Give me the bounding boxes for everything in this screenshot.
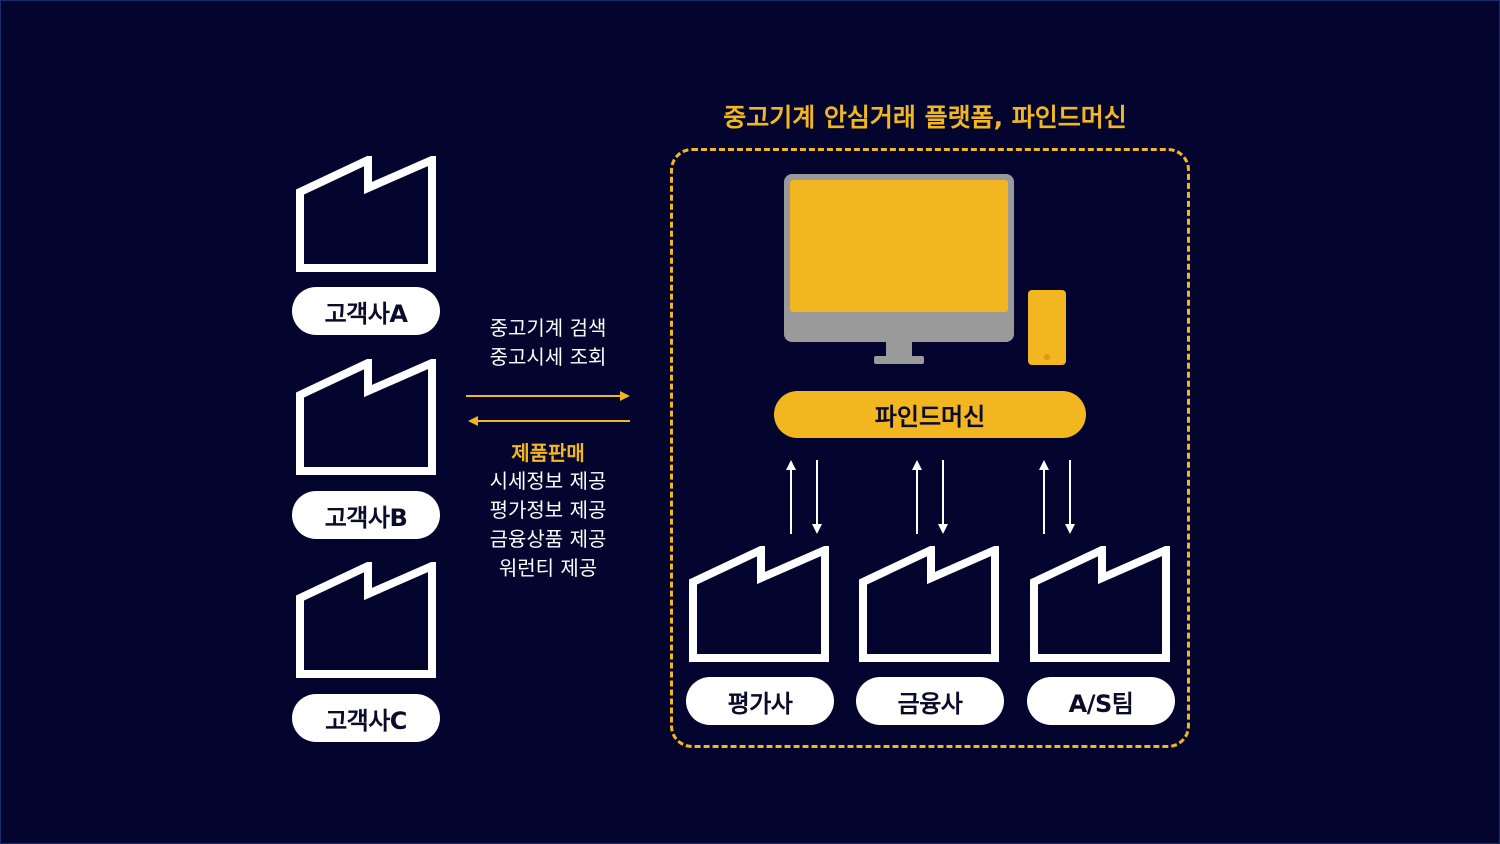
arrow-up-icon: [912, 460, 922, 534]
response-line-finance: 금융상품 제공: [489, 527, 607, 551]
response-heading: 제품판매: [511, 441, 585, 465]
arrow-down-icon: [1065, 460, 1075, 534]
brand-bar: 파인드머신: [774, 391, 1086, 438]
partner-connection-arrows: [786, 460, 1075, 534]
factory-icon: [296, 156, 436, 272]
customer-a-label: 고객사A: [292, 287, 440, 335]
request-line-search: 중고기계 검색: [489, 316, 607, 340]
platform-boundary: [670, 148, 1190, 748]
arrow-left-icon: [468, 416, 630, 426]
factory-icon: [689, 546, 829, 662]
response-line-evaluation-info: 평가정보 제공: [489, 498, 607, 522]
platform-title: 중고기계 안심거래 플랫폼, 파인드머신: [723, 103, 1127, 132]
factory-icon: [296, 359, 436, 475]
smartphone-icon: [1028, 290, 1066, 365]
customer-c-label: 고객사C: [292, 694, 440, 742]
arrow-up-icon: [786, 460, 796, 534]
request-line-price: 중고시세 조회: [489, 345, 607, 369]
exchange-arrows: [466, 391, 630, 426]
factory-icon: [1030, 546, 1170, 662]
factory-icon: [296, 562, 436, 678]
arrow-down-icon: [812, 460, 822, 534]
response-line-price-info: 시세정보 제공: [489, 469, 607, 493]
partner-as-team-label: A/S팀: [1027, 677, 1175, 725]
arrow-down-icon: [938, 460, 948, 534]
arrow-up-icon: [1039, 460, 1049, 534]
customer-b-label: 고객사B: [292, 491, 440, 539]
factory-icon: [859, 546, 999, 662]
arrow-right-icon: [466, 391, 630, 401]
partner-evaluator-label: 평가사: [686, 677, 834, 725]
response-line-warranty: 워런티 제공: [498, 556, 598, 580]
partner-finance-label: 금융사: [856, 677, 1004, 725]
desktop-monitor-icon: [784, 174, 1066, 365]
